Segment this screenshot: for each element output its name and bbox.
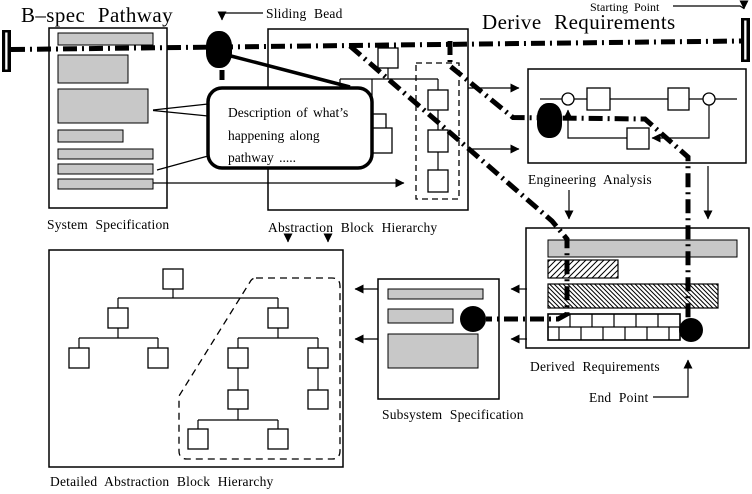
- title-bspec-pathway: B–spec Pathway: [21, 3, 173, 27]
- abstraction-column-block-1: [427, 89, 449, 111]
- left-terminal-bar: [2, 30, 11, 72]
- connector-arrows: [153, 83, 713, 344]
- abstraction-column-block-2: [427, 129, 449, 153]
- beads: [206, 31, 703, 342]
- starting-point-pointer: [673, 0, 749, 10]
- derived-bar-hatch-large: [547, 283, 719, 309]
- subsystem-specification-box: [377, 278, 500, 400]
- pathway-main-line: [10, 38, 742, 52]
- start-end-terminals: [2, 18, 750, 72]
- forward-block-2: [667, 87, 690, 111]
- detailed-dashed-region: [178, 277, 341, 460]
- system-specification-label: System Specification: [47, 217, 169, 232]
- derived-requirements-box: [525, 227, 750, 349]
- callout-line-2: happening along: [228, 128, 320, 143]
- starting-point-label: Starting Point: [590, 0, 660, 14]
- detailed-tree-blocks: [68, 268, 329, 450]
- summing-junction-right: [702, 92, 716, 106]
- labels: B–spec Pathway Derive Requirements Slidi…: [21, 0, 676, 489]
- subsystem-specification-label: Subsystem Specification: [382, 407, 524, 422]
- engineering-bead: [537, 103, 562, 138]
- feedback-line-right: [651, 105, 710, 143]
- callout-line-1: Description of what’s: [228, 105, 348, 120]
- feedback-block: [626, 127, 650, 150]
- annotation-pointers: [217, 0, 749, 398]
- pathway-lines: [10, 38, 742, 322]
- end-point-pointer: [653, 359, 693, 398]
- title-derive-requirements: Derive Requirements: [482, 10, 676, 34]
- system-specification-box: [48, 27, 168, 209]
- end-point-label: End Point: [589, 390, 648, 405]
- callout-bubble: [206, 86, 374, 170]
- sliding-bead: [206, 31, 232, 68]
- callout-pointer-lines: [152, 103, 209, 171]
- bead-to-callout-pointer: [230, 54, 351, 89]
- derived-bar-brick: [547, 313, 681, 341]
- detailed-abstraction-label: Detailed Abstraction Block Hierarchy: [50, 474, 274, 489]
- system-specification-text-bars: [57, 32, 154, 190]
- abstraction-root-block: [377, 47, 399, 69]
- summing-junction-left: [561, 92, 575, 106]
- sliding-bead-label: Sliding Bead: [266, 6, 343, 21]
- subsystem-bead: [460, 306, 486, 332]
- abstraction-dashed-column: [415, 62, 460, 200]
- derived-bar-hatch-small: [547, 259, 619, 279]
- control-loop: [540, 87, 737, 150]
- pathway-engineering-branch: [447, 41, 691, 318]
- abstraction-column-block-3: [427, 169, 449, 193]
- callout-line-3: pathway .....: [228, 150, 296, 165]
- pathway-callout: Description of what’s happening along pa…: [206, 86, 374, 170]
- engineering-analysis-label: Engineering Analysis: [528, 172, 652, 187]
- derived-requirements-label: Derived Requirements: [530, 359, 660, 374]
- abstraction-block-hierarchy-label: Abstraction Block Hierarchy: [268, 220, 437, 235]
- detailed-abstraction-box: [48, 249, 344, 468]
- forward-block-1: [586, 87, 611, 111]
- derived-bar-gray: [547, 239, 738, 258]
- detailed-tree-lines: [78, 289, 319, 429]
- end-point-bead: [679, 318, 703, 342]
- right-terminal-bar: [741, 18, 750, 62]
- sliding-bead-pointer: [217, 11, 263, 21]
